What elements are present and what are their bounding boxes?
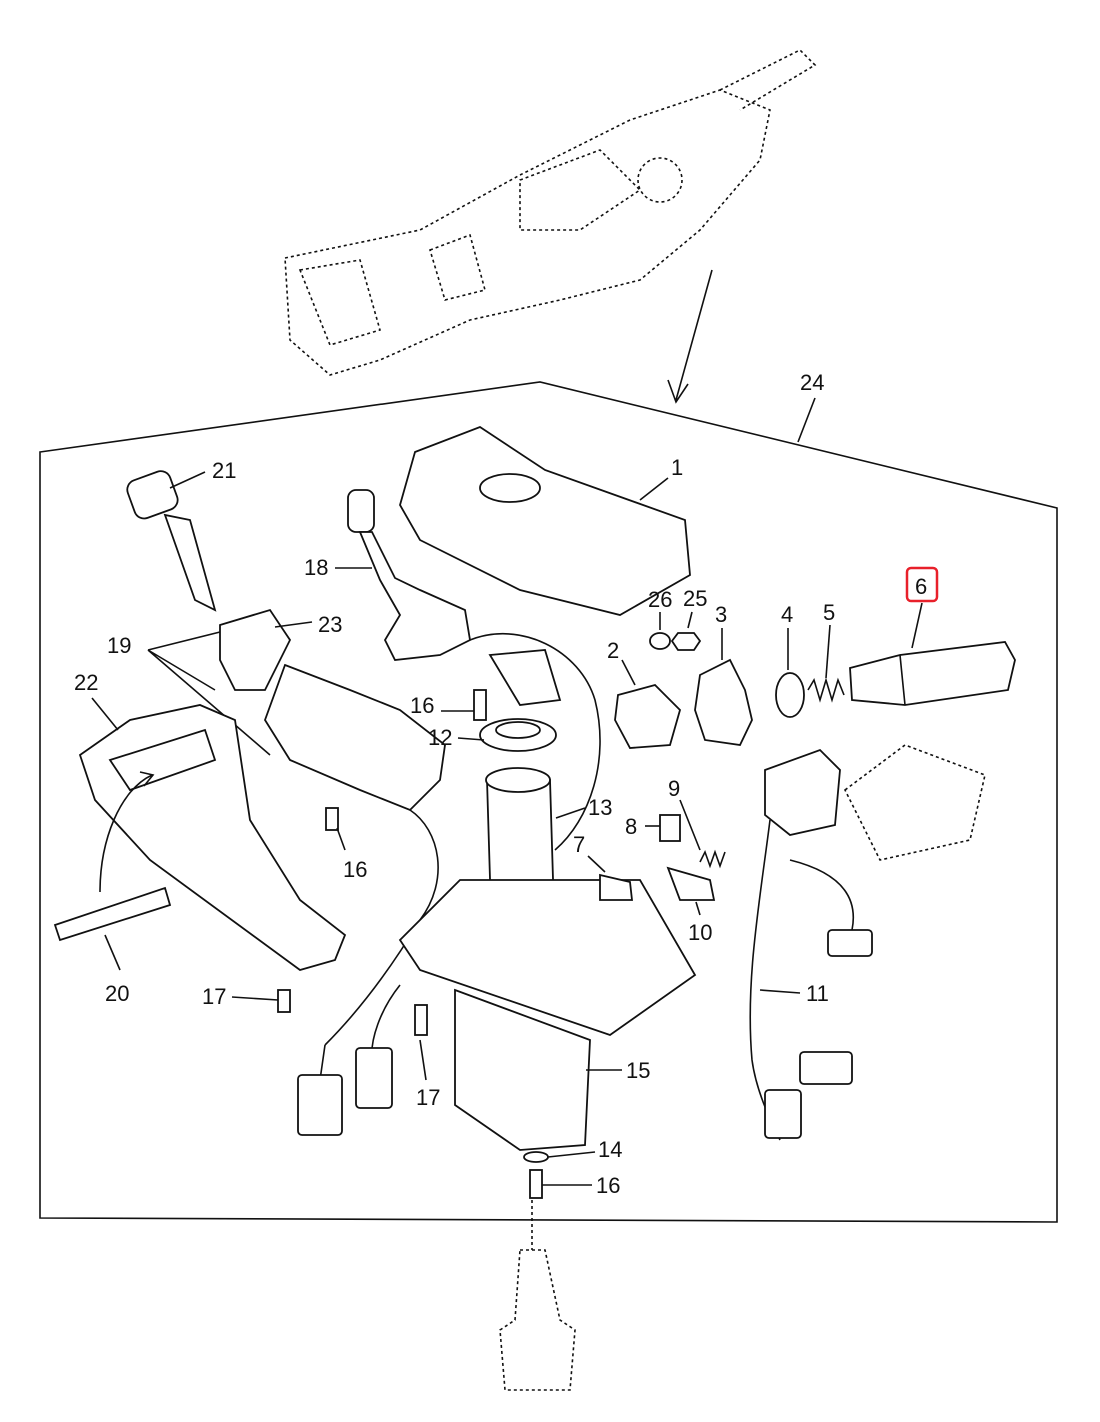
washer-nut-parts [649, 632, 702, 651]
control-lever-part [347, 489, 601, 851]
callout-8: 8 [625, 814, 637, 839]
cam-plate-part [694, 658, 753, 746]
callout-9: 9 [668, 776, 680, 801]
callout-16-mid: 16 [343, 857, 367, 882]
callout-24: 24 [800, 370, 824, 395]
column-base-part [398, 767, 697, 1151]
guide-plate-part [78, 704, 347, 971]
callout-labels: 1 2 3 4 5 6 7 8 9 10 11 12 13 14 15 16 1… [74, 370, 939, 1198]
callout-14: 14 [598, 1137, 622, 1162]
knob-part [849, 641, 1016, 706]
callout-5: 5 [823, 600, 835, 625]
small-parts-cluster [599, 814, 726, 901]
assembly-arrow [667, 269, 713, 404]
callout-4: 4 [781, 602, 793, 627]
callout-21: 21 [212, 458, 236, 483]
reference-assembly-outline [284, 49, 817, 376]
callout-22: 22 [74, 670, 98, 695]
callout-16-top: 16 [410, 693, 434, 718]
callout-26: 26 [648, 587, 672, 612]
lever-part [126, 470, 217, 612]
callout-6-highlight [905, 566, 939, 603]
callout-11: 11 [806, 981, 829, 1006]
cover-part [399, 425, 691, 616]
callout-20: 20 [105, 981, 129, 1006]
callout-13: 13 [588, 795, 612, 820]
detent-disc-part [775, 672, 805, 718]
callout-10: 10 [688, 920, 712, 945]
callout-23: 23 [318, 612, 342, 637]
indicator-badge-part [53, 886, 172, 942]
callout-17-center: 17 [416, 1085, 440, 1110]
callout-3: 3 [715, 602, 727, 627]
assembly-frame [39, 381, 1058, 1223]
callout-1: 1 [671, 455, 683, 480]
shaft-outline [499, 1200, 576, 1391]
switch-part-2 [614, 683, 682, 749]
callout-15: 15 [626, 1058, 650, 1083]
callout-17-left: 17 [202, 984, 226, 1009]
wiring-harness-part [749, 744, 986, 1141]
callout-25: 25 [683, 586, 707, 611]
callout-16-bottom: 16 [596, 1173, 620, 1198]
bearing-ring-part [479, 718, 557, 752]
switch-mechanism-part [219, 608, 446, 1046]
harness-connectors-left [297, 984, 401, 1136]
callout-18: 18 [304, 555, 328, 580]
callout-12: 12 [428, 725, 452, 750]
callout-2: 2 [607, 638, 619, 663]
callout-6: 6 [915, 574, 927, 599]
callout-7: 7 [573, 832, 585, 857]
spring-part-5 [807, 677, 845, 703]
callout-19: 19 [107, 633, 131, 658]
fasteners [277, 689, 549, 1199]
